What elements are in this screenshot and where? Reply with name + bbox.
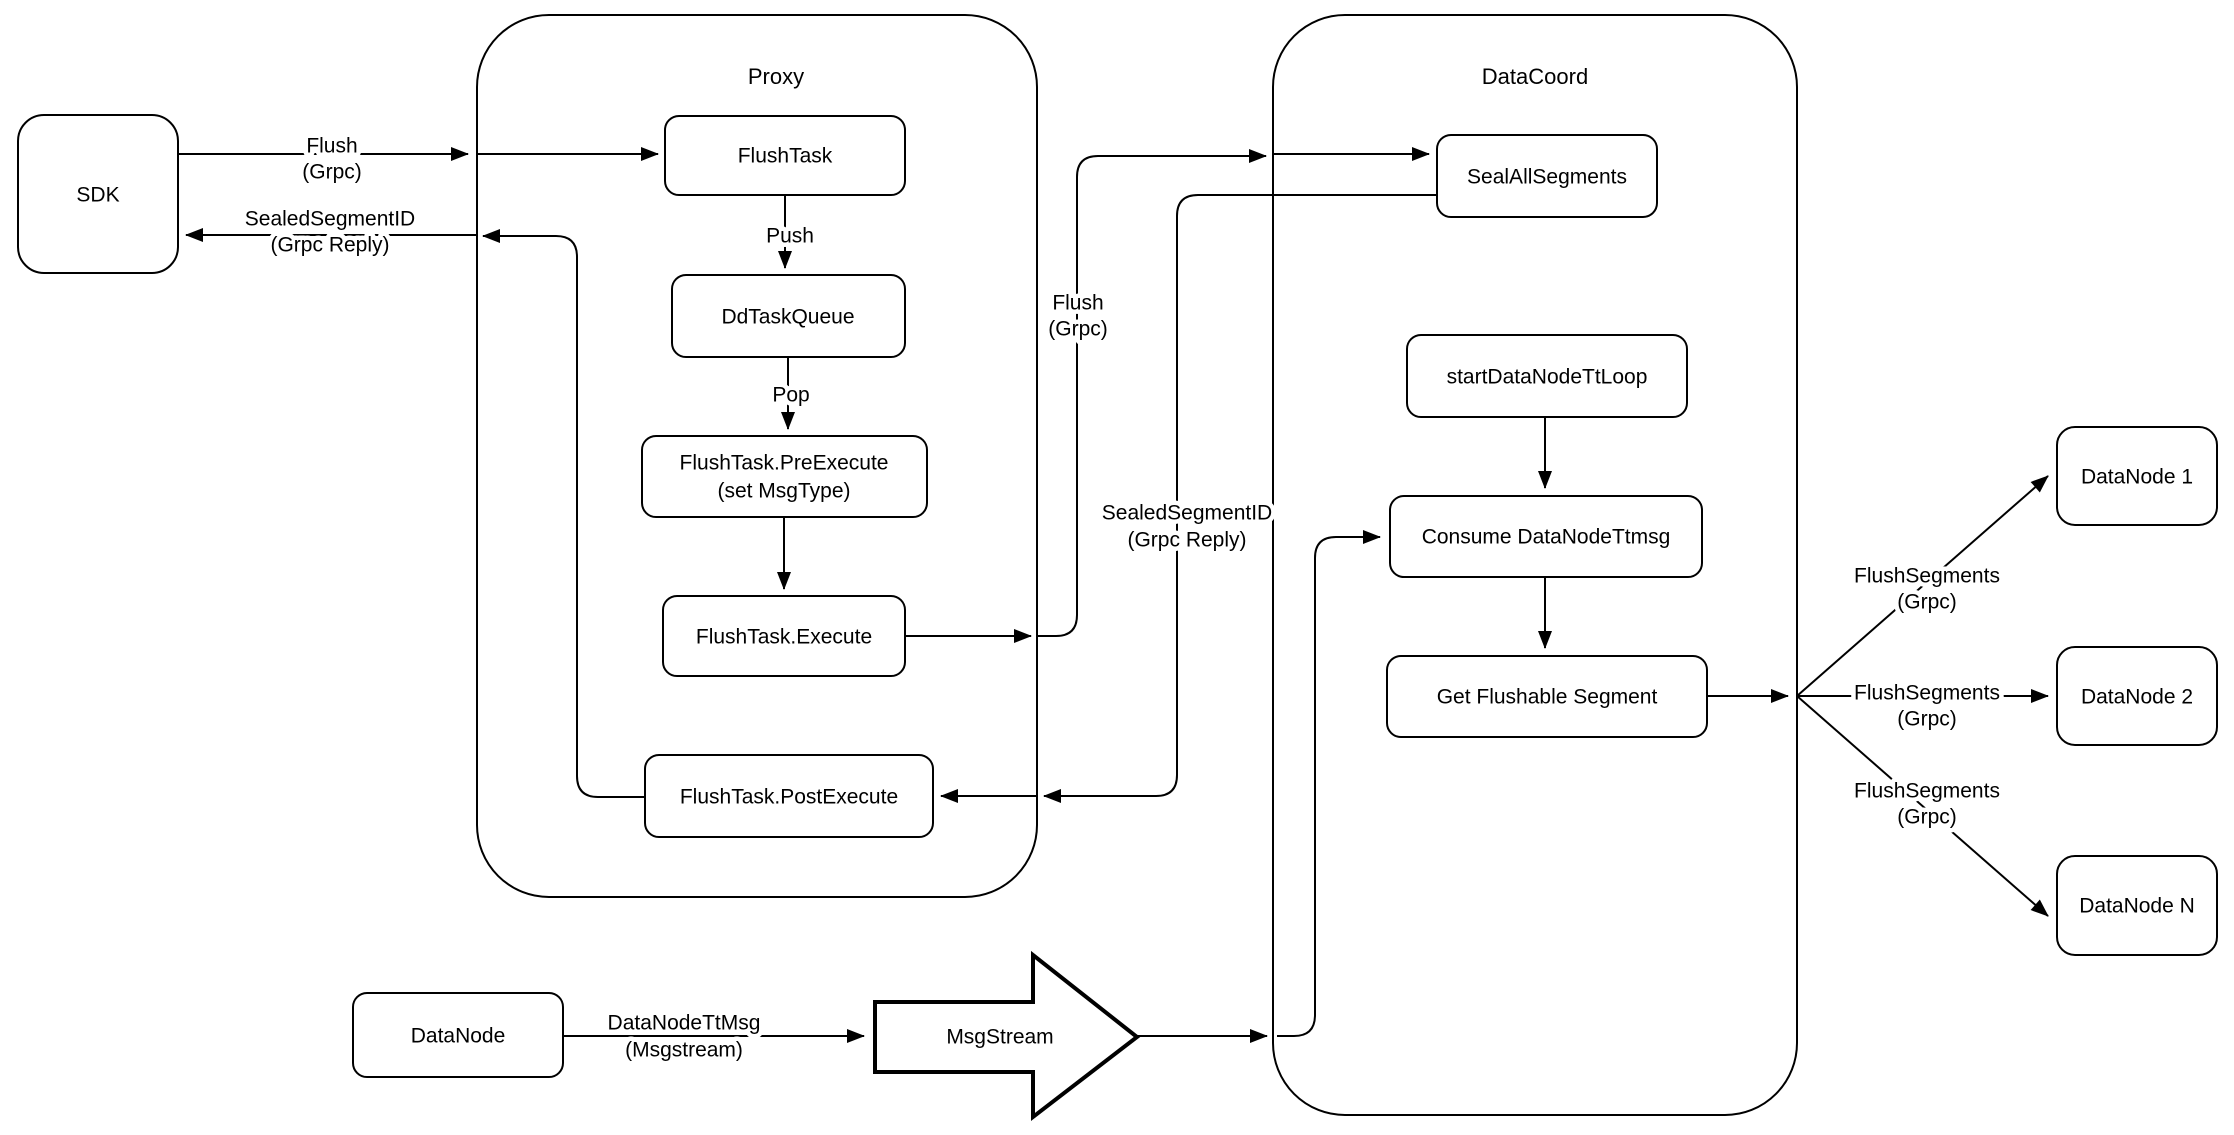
node-sealallsegments: SealAllSegments [1436,134,1658,218]
node-ddtaskqueue-label: DdTaskQueue [721,306,854,329]
node-datanode2-rect [2056,646,2218,746]
node-ddtaskqueue-rect [671,274,906,358]
node-getflushablesegment-label: Get Flushable Segment [1437,686,1658,709]
node-preexecute-rect [641,435,928,518]
edge-label-datanodettmsg: DataNodeTtMsg (Msgstream) [603,1007,765,1066]
edge-label-sealed-reply-sdk-line1: SealedSegmentID [245,208,415,231]
node-sdk: SDK [17,114,179,274]
node-consumedatanodettmsg-label: Consume DataNodeTtmsg [1422,526,1671,549]
node-consumedatanodettmsg: Consume DataNodeTtmsg [1389,495,1703,578]
edge-label-pop: Pop [772,384,809,407]
node-startdatanodettloop-rect [1406,334,1688,418]
datacoord-container: DataCoord [1272,14,1798,1116]
edge-label-flushsegments-3: FlushSegments (Grpc) [1850,775,2005,833]
edge-label-datanodettmsg-line2: (Msgstream) [625,1039,743,1062]
edge-label-flush-sdk-line1: Flush [306,135,357,158]
node-getflushablesegment: Get Flushable Segment [1386,655,1708,738]
node-flushtask-label: FlushTask [738,145,833,168]
node-getflushablesegment-rect [1386,655,1708,738]
node-sealallsegments-rect [1436,134,1658,218]
node-sealallsegments-label: SealAllSegments [1467,166,1627,189]
edge-label-flushsegments2-line1: FlushSegments [1854,682,2000,705]
node-startdatanodettloop: startDataNodeTtLoop [1406,334,1688,418]
edge-label-sealed-reply-dc-line1: SealedSegmentID [1102,502,1272,525]
node-datanoden: DataNode N [2056,855,2218,956]
node-datanode2: DataNode 2 [2056,646,2218,746]
node-postexecute: FlushTask.PostExecute [644,754,934,838]
edge-label-push: Push [766,225,814,248]
node-flushtask: FlushTask [664,115,906,196]
edge-postexecute-to-proxy-border [482,229,645,798]
node-flushtask-rect [664,115,906,196]
node-msgstream: MsgStream [873,950,1141,1122]
edge-label-flush-sdk-line2: (Grpc) [302,161,362,184]
edge-label-flush-sdk: Flush (Grpc) [298,130,367,188]
proxy-container-title: Proxy [748,64,804,89]
edge-datacoord-to-consume [1277,530,1381,1037]
node-execute-label: FlushTask.Execute [696,626,872,649]
msgstream-block-arrow [873,950,1141,1122]
node-datanoden-rect [2056,855,2218,956]
node-datanode1-label: DataNode 1 [2081,466,2193,489]
node-datanode2-label: DataNode 2 [2081,686,2193,709]
edge-label-flushsegments1-line2: (Grpc) [1897,591,1957,614]
node-postexecute-rect [644,754,934,838]
node-sdk-rect [17,114,179,274]
edge-label-flush-grpc: Flush (Grpc) [1044,287,1113,345]
edge-label-datanodettmsg-line1: DataNodeTtMsg [608,1012,761,1035]
node-startdatanodettloop-label: startDataNodeTtLoop [1447,366,1648,389]
node-execute: FlushTask.Execute [662,595,906,677]
node-datanode-label: DataNode [411,1025,506,1048]
edge-label-flushsegments-2: FlushSegments (Grpc) [1850,677,2005,735]
edge-sealedsegmentid-to-proxy [1043,194,1437,803]
node-datanoden-label: DataNode N [2079,895,2195,918]
datacoord-container-title: DataCoord [1482,64,1588,89]
proxy-container: Proxy [476,14,1038,898]
edge-label-flush-grpc-line2: (Grpc) [1048,318,1108,341]
edge-label-sealed-reply-sdk: SealedSegmentID (Grpc Reply) [240,203,419,261]
edge-label-flush-grpc-line1: Flush [1052,292,1103,315]
node-datanode-rect [352,992,564,1078]
node-preexecute: FlushTask.PreExecute (set MsgType) [641,435,928,518]
edge-flushsegments-to-datanoden [1796,695,2049,917]
edge-label-sealed-reply-sdk-line2: (Grpc Reply) [270,234,389,257]
edge-label-flushsegments3-line1: FlushSegments [1854,780,2000,803]
edge-flush-grpc-to-datacoord [1037,149,1267,637]
node-msgstream-label: MsgStream [946,1026,1053,1049]
edge-label-flushsegments1-line1: FlushSegments [1854,565,2000,588]
edge-label-sealed-reply-dc-line2: (Grpc Reply) [1127,529,1246,552]
node-execute-rect [662,595,906,677]
node-preexecute-label-line2: (set MsgType) [717,480,850,503]
node-ddtaskqueue: DdTaskQueue [671,274,906,358]
node-postexecute-label: FlushTask.PostExecute [680,786,898,809]
edge-label-flushsegments3-line2: (Grpc) [1897,806,1957,829]
node-preexecute-label-line1: FlushTask.PreExecute [680,452,889,475]
node-sdk-label: SDK [76,184,119,207]
node-datanode1: DataNode 1 [2056,426,2218,526]
node-consumedatanodettmsg-rect [1389,495,1703,578]
edge-label-flushsegments2-line2: (Grpc) [1897,708,1957,731]
node-datanode: DataNode [352,992,564,1078]
datacoord-container-border [1272,14,1798,1116]
edge-flushsegments-to-datanode1 [1796,475,2049,697]
edge-label-sealed-reply-datacoord: SealedSegmentID (Grpc Reply) [1097,497,1276,556]
edge-label-flushsegments-1: FlushSegments (Grpc) [1850,560,2005,618]
proxy-container-border [476,14,1038,898]
node-datanode1-rect [2056,426,2218,526]
